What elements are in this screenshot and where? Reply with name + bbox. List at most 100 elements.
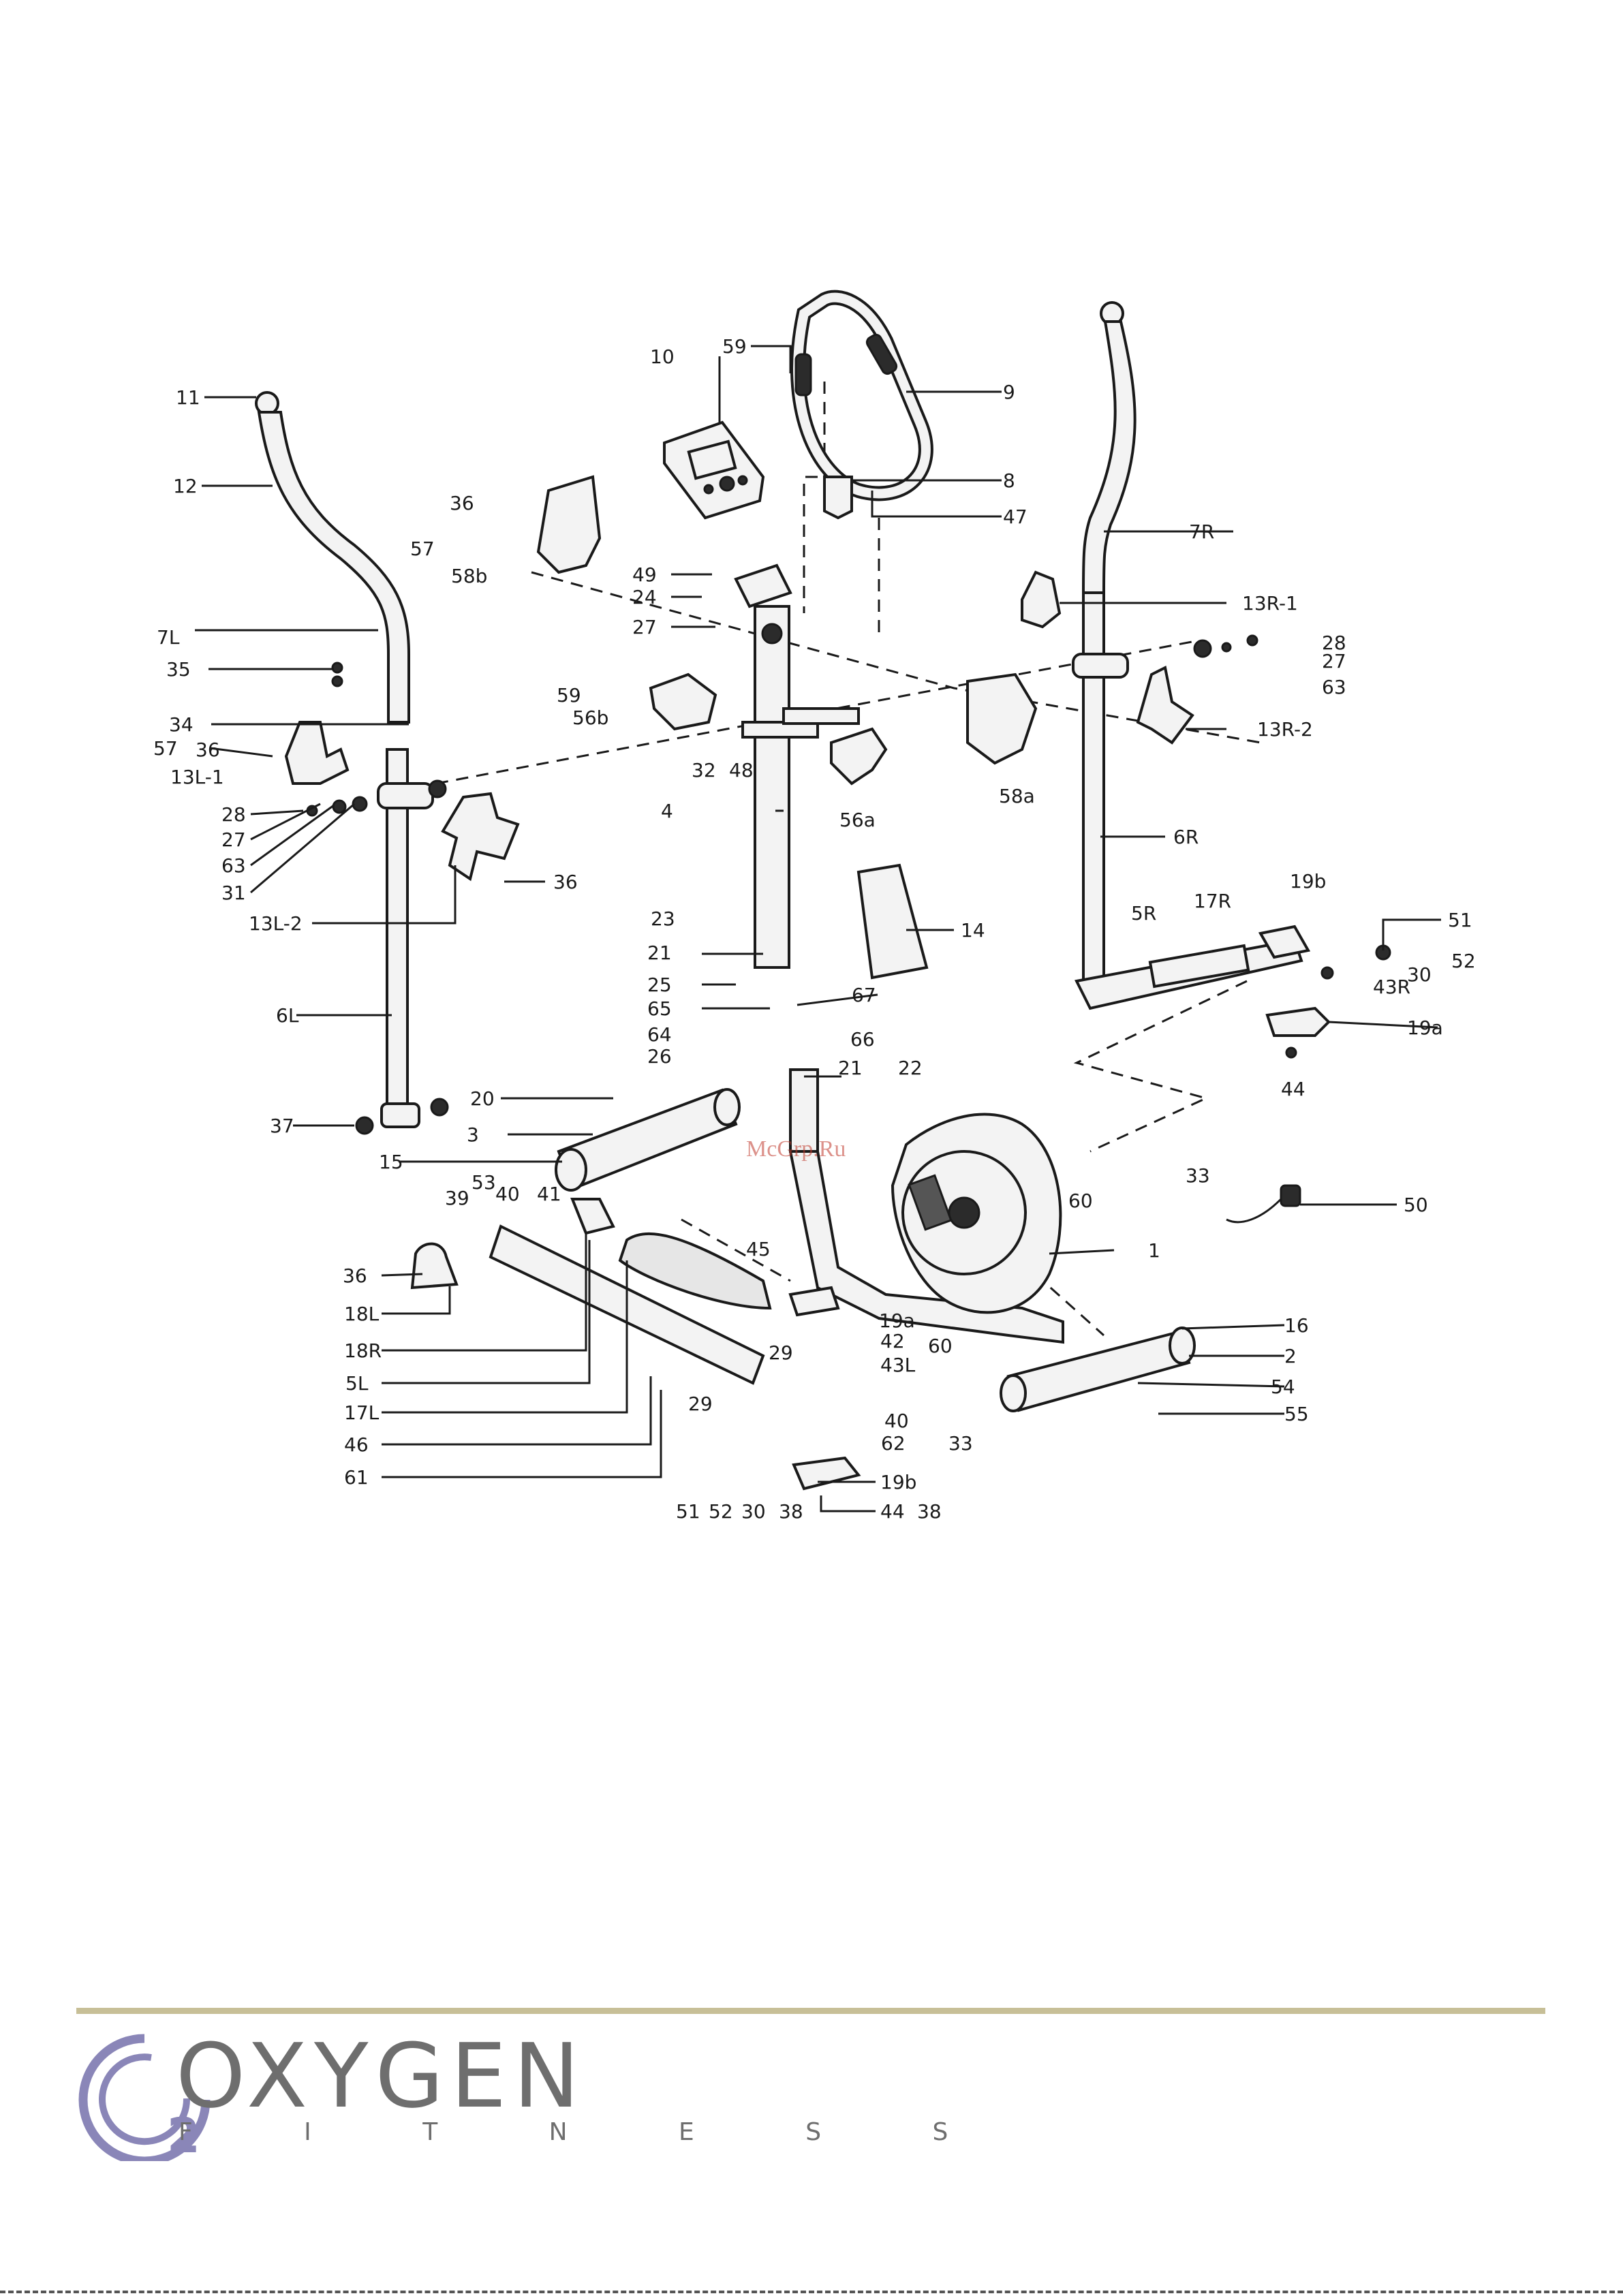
- cover-19b-right: [1258, 925, 1311, 959]
- label-21: 21: [647, 942, 672, 964]
- label-18R: 18R: [344, 1339, 382, 1362]
- label-22: 22: [898, 1057, 923, 1079]
- label-6L: 6L: [276, 1004, 299, 1027]
- label-40: 40: [884, 1410, 909, 1432]
- brand-tagline: F I T N E S S: [179, 2118, 1000, 2146]
- label-5L: 5L: [345, 1372, 369, 1395]
- cover-19b-center: [792, 1456, 861, 1491]
- label-9: 9: [1003, 381, 1015, 403]
- label-23: 23: [651, 907, 675, 930]
- label-33: 33: [1186, 1164, 1210, 1187]
- label-58a: 58a: [999, 785, 1035, 807]
- label-19b: 19b: [880, 1471, 916, 1493]
- label-13R-2: 13R-2: [1257, 718, 1313, 741]
- label-24: 24: [632, 586, 657, 608]
- label-38: 38: [917, 1500, 942, 1523]
- cover-19a-center: [788, 1286, 840, 1317]
- label-21: 21: [838, 1057, 863, 1079]
- label-6R: 6R: [1173, 826, 1199, 848]
- label-54: 54: [1271, 1376, 1295, 1398]
- label-17R: 17R: [1194, 890, 1231, 912]
- label-13L-1: 13L-1: [170, 766, 224, 788]
- stabilizer-cover-14: [856, 863, 929, 980]
- label-64: 64: [647, 1023, 672, 1046]
- right-pedal-arm: [1075, 925, 1391, 1059]
- label-28: 28: [1322, 632, 1346, 654]
- label-42: 42: [880, 1330, 905, 1352]
- front-stabilizer-2: [1000, 1327, 1196, 1412]
- label-18L: 18L: [344, 1303, 380, 1325]
- upright-post-4: [536, 475, 1038, 969]
- label-55: 55: [1284, 1403, 1309, 1425]
- page-bottom-border: [0, 2291, 1623, 2296]
- cover-13R-2: [1136, 666, 1194, 745]
- logo-subscript-2: 2: [167, 2108, 200, 2164]
- label-38: 38: [779, 1500, 803, 1523]
- label-61: 61: [344, 1466, 369, 1489]
- label-15: 15: [379, 1151, 403, 1173]
- label-44: 44: [880, 1500, 905, 1523]
- label-48: 48: [729, 759, 754, 781]
- label-28: 28: [221, 803, 246, 826]
- label-60: 60: [928, 1335, 953, 1357]
- label-52: 52: [1451, 950, 1476, 972]
- cover-58b: [536, 475, 602, 574]
- bracket-18L: [410, 1242, 459, 1290]
- label-51: 51: [1448, 909, 1472, 931]
- label-32: 32: [692, 759, 716, 781]
- label-39: 39: [445, 1187, 469, 1209]
- label-26: 26: [647, 1045, 672, 1068]
- right-handlebar-assembly: [1021, 301, 1258, 982]
- label-19b: 19b: [1290, 870, 1326, 893]
- label-40: 40: [495, 1183, 520, 1205]
- bottom-bracket-6L: [380, 1102, 420, 1128]
- handle-tube-12: [257, 411, 410, 724]
- label-8: 8: [1003, 469, 1015, 492]
- label-19a: 19a: [879, 1309, 915, 1332]
- cover-58a: [966, 672, 1038, 765]
- label-36: 36: [196, 739, 220, 761]
- label-36: 36: [343, 1265, 367, 1287]
- label-31: 31: [221, 882, 246, 904]
- label-49: 49: [632, 563, 657, 586]
- label-2: 2: [1284, 1345, 1297, 1367]
- main-frame-1: [788, 1068, 1064, 1344]
- label-36: 36: [450, 492, 474, 514]
- label-11: 11: [176, 386, 200, 409]
- label-59: 59: [722, 335, 747, 358]
- leader-lines: [195, 345, 1441, 1512]
- label-14: 14: [961, 919, 985, 942]
- label-19a: 19a: [1407, 1017, 1443, 1039]
- label-29: 29: [769, 1341, 793, 1364]
- label-36: 36: [553, 871, 578, 893]
- label-62: 62: [881, 1432, 906, 1455]
- exploded-parts-diagram: 11 12 7L 35 34 57 36 13L-1 28 27 63 31 1…: [153, 290, 1476, 1523]
- label-41: 41: [537, 1183, 561, 1205]
- label-56a: 56a: [839, 809, 876, 831]
- watermark: McGrp.Ru: [746, 1136, 846, 1162]
- left-handlebar-assembly: [255, 391, 520, 1135]
- label-67: 67: [852, 984, 876, 1006]
- label-17L: 17L: [344, 1401, 380, 1424]
- console-10: [663, 420, 765, 520]
- label-13L-2: 13L-2: [249, 912, 303, 935]
- label-52: 52: [709, 1500, 733, 1523]
- label-53: 53: [472, 1171, 496, 1194]
- label-57: 57: [410, 538, 435, 560]
- brand-name: OXYGEN: [176, 2024, 587, 2128]
- label-4: 4: [661, 800, 673, 822]
- label-63: 63: [1322, 676, 1346, 698]
- label-29: 29: [688, 1393, 713, 1415]
- label-43R: 43R: [1373, 976, 1410, 998]
- label-7L: 7L: [157, 626, 180, 649]
- cover-19a-right: [1265, 1006, 1331, 1037]
- label-66: 66: [850, 1028, 875, 1051]
- cover-56b: [649, 672, 717, 731]
- bracket-18R: [570, 1198, 615, 1235]
- part-labels: 11 12 7L 35 34 57 36 13L-1 28 27 63 31 1…: [153, 335, 1476, 1523]
- label-37: 37: [270, 1115, 294, 1137]
- label-13R-1: 13R-1: [1242, 592, 1298, 615]
- oxygen-logo-ring: [78, 2034, 211, 2161]
- label-27: 27: [632, 616, 657, 638]
- handlebar-bracket-8: [823, 476, 853, 520]
